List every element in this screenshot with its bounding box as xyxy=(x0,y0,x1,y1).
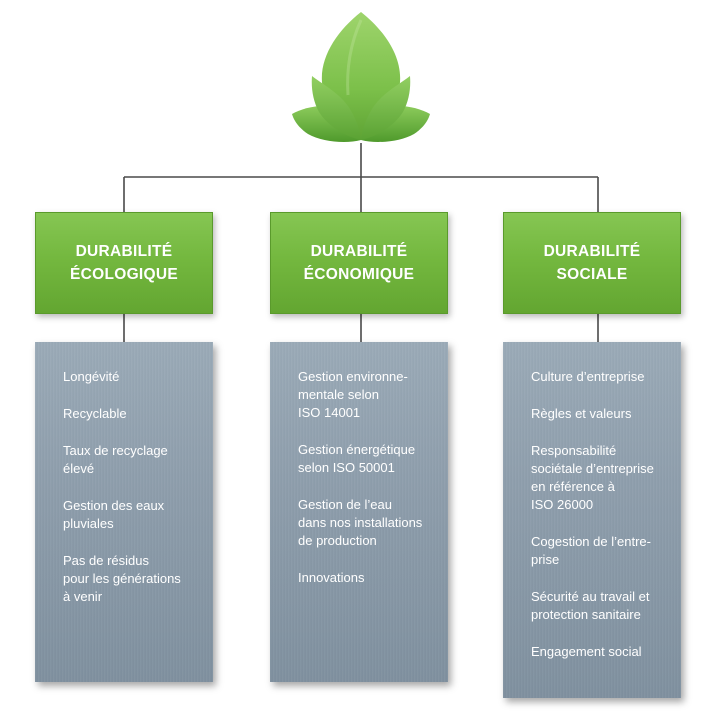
list-item: Pas de résidus pour les générations à ve… xyxy=(63,552,199,606)
list-item-text: Recyclable xyxy=(63,406,127,421)
list-item-text: selon ISO 50001 xyxy=(298,460,395,475)
list-item: Sécurité au travail et protection sanita… xyxy=(531,588,667,624)
list-item-text: Pas de résidus xyxy=(63,553,149,568)
list-item-text: Taux de recyclage xyxy=(63,443,168,458)
list-item-text: ISO 14001 xyxy=(298,405,361,420)
list-item: Recyclable xyxy=(63,405,199,423)
list-item: Longévité xyxy=(63,368,199,386)
list-item: Gestion des eaux pluviales xyxy=(63,497,199,533)
list-item: Taux de recyclage élevé xyxy=(63,442,199,478)
list-item-text: ISO 26000 xyxy=(531,497,594,512)
list-item: Gestion énergétique selon ISO 50001 xyxy=(298,441,434,477)
header-title-line: ÉCONOMIQUE xyxy=(303,266,415,283)
list-item-text: Innovations xyxy=(298,570,365,585)
header-title-line: DURABILITÉ xyxy=(310,243,408,260)
list-item: Gestion de l’eau dans nos installations … xyxy=(298,496,434,550)
header-title-line: DURABILITÉ xyxy=(543,243,641,260)
list-item-text: Gestion de l’eau xyxy=(298,497,392,512)
list-item: Engagement social xyxy=(531,643,667,661)
list-item: Responsabilité sociétale d’entreprise en… xyxy=(531,442,667,514)
list-item-text: sociétale d’entreprise xyxy=(531,461,654,476)
list-item-text: Règles et valeurs xyxy=(531,406,632,421)
list-item: Règles et valeurs xyxy=(531,405,667,423)
header-title-line: DURABILITÉ xyxy=(75,243,173,260)
list-item: Cogestion de l’entre- prise xyxy=(531,533,667,569)
header-durabilite-economique: DURABILITÉ ÉCONOMIQUE xyxy=(270,212,448,314)
list-item-text: Cogestion de l’entre- xyxy=(531,534,651,549)
list-item-text: à venir xyxy=(63,589,103,604)
list-item-text: Gestion environne- xyxy=(298,369,408,384)
panel-ecologique: Longévité Recyclable Taux de recyclage é… xyxy=(35,342,213,682)
panel-economique: Gestion environne- mentale selon ISO 140… xyxy=(270,342,448,682)
list-item-text: mentale selon xyxy=(298,387,379,402)
list-item: Innovations xyxy=(298,569,434,587)
list-item-text: prise xyxy=(531,552,560,567)
list-item-text: protection sanitaire xyxy=(531,607,641,622)
list-item-text: Engagement social xyxy=(531,644,642,659)
header-title-line: ÉCOLOGIQUE xyxy=(69,266,179,283)
list-item-text: dans nos installations xyxy=(298,515,423,530)
header-durabilite-ecologique: DURABILITÉ ÉCOLOGIQUE xyxy=(35,212,213,314)
list-item-text: Gestion énergétique xyxy=(298,442,416,457)
list-item-text: pour les générations xyxy=(63,571,181,586)
list-item-text: en référence à xyxy=(531,479,615,494)
list-item-text: Responsabilité xyxy=(531,443,617,458)
list-item-text: Gestion des eaux xyxy=(63,498,165,513)
list-item-text: pluviales xyxy=(63,516,114,531)
list-item-text: de production xyxy=(298,533,377,548)
header-durabilite-sociale: DURABILITÉ SOCIALE xyxy=(503,212,681,314)
lotus-leaf-icon xyxy=(292,12,430,142)
panel-sociale: Culture d’entreprise Règles et valeurs R… xyxy=(503,342,681,698)
list-item-text: Sécurité au travail et xyxy=(531,589,650,604)
list-item-text: élevé xyxy=(63,461,95,476)
list-item: Gestion environne- mentale selon ISO 140… xyxy=(298,368,434,422)
list-item-text: Longévité xyxy=(63,369,120,384)
list-item: Culture d’entreprise xyxy=(531,368,667,386)
list-item-text: Culture d’entreprise xyxy=(531,369,645,384)
header-title-line: SOCIALE xyxy=(556,266,628,283)
